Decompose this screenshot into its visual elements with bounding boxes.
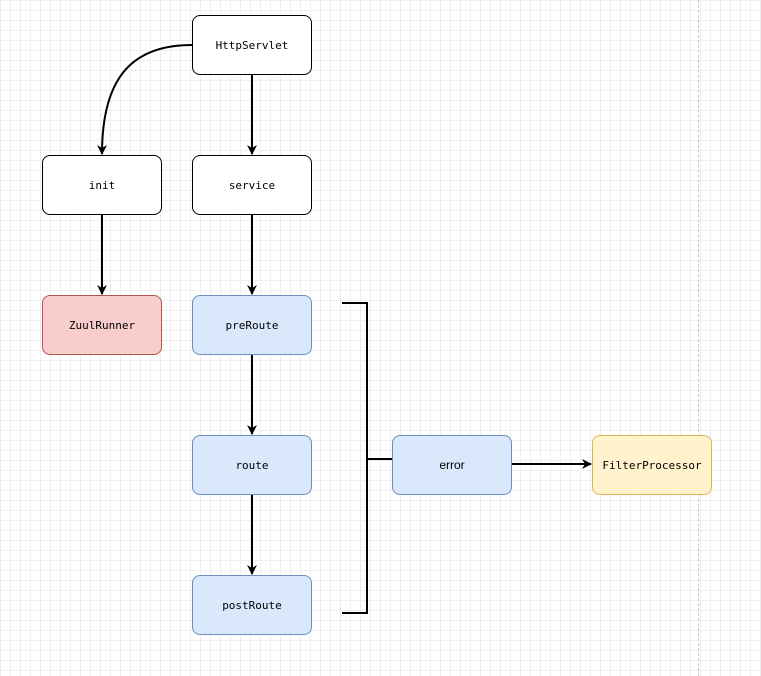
node-init-label: init bbox=[88, 178, 116, 192]
node-httpservlet-label: HttpServlet bbox=[215, 38, 289, 52]
node-route-label: route bbox=[235, 458, 269, 472]
node-error[interactable]: error bbox=[392, 435, 512, 495]
node-zuulrunner-label: ZuulRunner bbox=[68, 318, 136, 332]
node-filterprocessor[interactable]: FilterProcessor bbox=[592, 435, 712, 495]
page-boundary-divider bbox=[698, 0, 699, 676]
node-httpservlet[interactable]: HttpServlet bbox=[192, 15, 312, 75]
edge-httpservlet-to-init[interactable] bbox=[97, 44, 193, 155]
node-filterprocessor-label: FilterProcessor bbox=[602, 458, 702, 472]
node-preroute-label: preRoute bbox=[225, 318, 279, 332]
node-postroute-label: postRoute bbox=[222, 598, 282, 612]
node-init[interactable]: init bbox=[42, 155, 162, 215]
node-service[interactable]: service bbox=[192, 155, 312, 215]
node-preroute[interactable]: preRoute bbox=[192, 295, 312, 355]
node-route[interactable]: route bbox=[192, 435, 312, 495]
node-postroute[interactable]: postRoute bbox=[192, 575, 312, 635]
node-error-label: error bbox=[439, 458, 465, 472]
node-zuulrunner[interactable]: ZuulRunner bbox=[42, 295, 162, 355]
node-service-label: service bbox=[228, 178, 276, 192]
group-bracket[interactable] bbox=[342, 302, 368, 614]
